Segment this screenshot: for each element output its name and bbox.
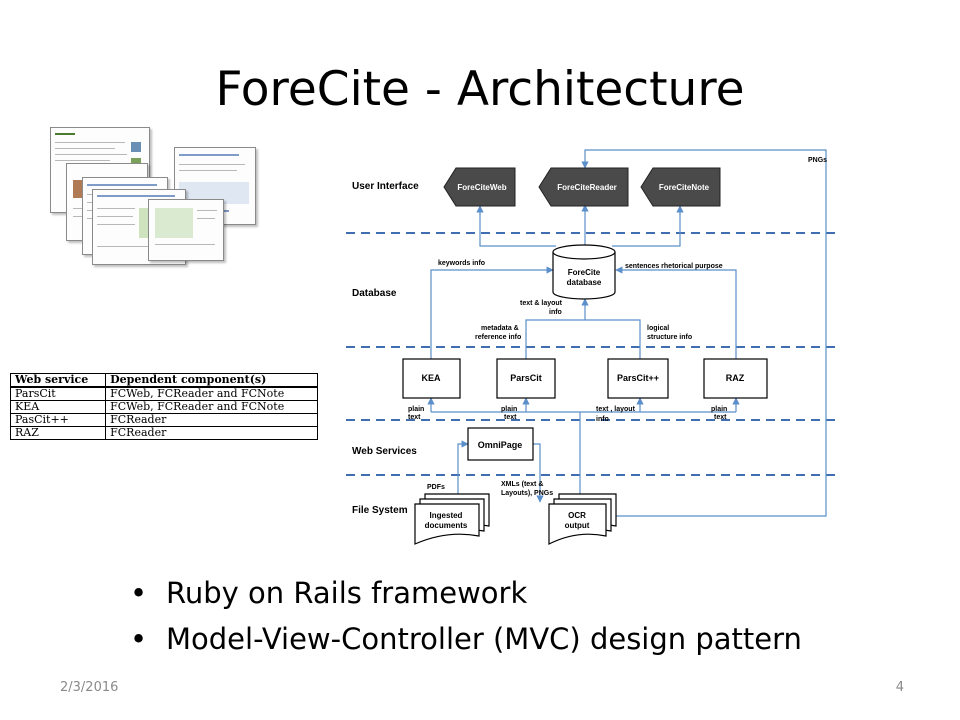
omnipage-label: OmniPage (478, 440, 523, 450)
keywords-info-label: keywords info (438, 260, 485, 267)
layer-dividers (346, 232, 835, 476)
kea-label: KEA (421, 373, 441, 383)
pdfs-label: PDFs (427, 484, 445, 491)
parscit-box (496, 358, 556, 399)
xmls-label-1: XMLs (text & (501, 481, 543, 488)
slide-title: ForeCite - Architecture (215, 62, 745, 117)
table-row: PasCit++ FCReader (9, 413, 318, 427)
text-layout-label-2: info (549, 309, 562, 316)
app-screenshots-image (50, 125, 256, 265)
bullet-list: Ruby on Rails framework Model-View-Contr… (130, 570, 802, 662)
raz-input-label-1: plain (711, 406, 727, 413)
bullet-item: Model-View-Controller (MVC) design patte… (130, 616, 802, 662)
raz-input-label-2: text (714, 414, 727, 421)
forecite-note-app: ForeCiteNote (640, 167, 721, 207)
footer-date: 2/3/2016 (60, 680, 119, 695)
ingested-documents-stack (414, 493, 490, 545)
kea-box (402, 358, 461, 399)
table-row: KEA FCWeb, FCReader and FCNote (9, 400, 318, 414)
forecite-web-app: ForeCiteWeb (443, 167, 516, 207)
parscit-label: ParsCit (510, 373, 542, 383)
xmls-label-2: Layouts), PNGs (501, 490, 553, 497)
kea-input-label-2: text (408, 414, 421, 421)
layer-label-ui: User Interface (352, 181, 419, 192)
ocr-label-line1: OCR (568, 511, 586, 520)
forecite-database: ForeCite database (552, 244, 616, 300)
layer-label-database: Database (352, 288, 397, 299)
page-number: 4 (895, 680, 904, 695)
ingested-label-line1: Ingested (430, 511, 463, 520)
table-cell: KEA (9, 400, 107, 414)
bullet-item: Ruby on Rails framework (130, 570, 802, 616)
table-cell: FCReader (105, 413, 318, 427)
table-header: Web service (9, 373, 107, 388)
forecite-reader-app: ForeCiteReader (538, 167, 629, 207)
database-label-line1: ForeCite (568, 268, 601, 277)
ocr-label-line2: output (565, 521, 590, 530)
forecite-reader-label: ForeCiteReader (557, 183, 617, 192)
layer-label-file-system: File System (352, 505, 408, 516)
logical-label-1: logical (647, 325, 669, 332)
ocr-output-stack (548, 493, 617, 545)
metadata-label-1: metadata & (481, 325, 519, 332)
raz-box (703, 358, 768, 399)
parscitpp-input-label-2: info (596, 416, 609, 423)
table-cell: ParsCit (9, 387, 107, 401)
web-service-table: Web service Dependent component(s) ParsC… (9, 373, 318, 440)
table-cell: RAZ (9, 426, 107, 440)
table-row: RAZ FCReader (9, 426, 318, 440)
sentences-label: sentences rhetorical purpose (625, 263, 723, 270)
parscitpp-label: ParsCit++ (617, 373, 659, 383)
table-cell: PasCit++ (9, 413, 107, 427)
screenshot-thumbnail (148, 199, 224, 261)
table-header: Dependent component(s) (105, 373, 318, 388)
table-cell: FCWeb, FCReader and FCNote (105, 400, 318, 414)
forecite-web-label: ForeCiteWeb (457, 183, 506, 192)
table-row: ParsCit FCWeb, FCReader and FCNote (9, 387, 318, 401)
layer-label-web-services: Web Services (352, 446, 417, 457)
forecite-note-label: ForeCiteNote (659, 183, 710, 192)
parscitpp-input-label-1: text , layout (596, 406, 636, 413)
parscit-input-label-2: text (504, 414, 517, 421)
ingested-label-line2: documents (425, 521, 468, 530)
table-cell: FCWeb, FCReader and FCNote (105, 387, 318, 401)
raz-label: RAZ (726, 373, 745, 383)
omnipage-box (467, 427, 534, 461)
logical-label-2: structure info (647, 334, 692, 341)
diagram-arrows (427, 149, 827, 517)
parscit-input-label-1: plain (501, 406, 517, 413)
parscitpp-box (607, 358, 669, 399)
table-cell: FCReader (105, 426, 318, 440)
pngs-label: PNGs (808, 157, 827, 164)
text-layout-label-1: text & layout (520, 300, 563, 307)
web-service-boxes (402, 358, 768, 461)
metadata-label-2: reference info (475, 334, 521, 341)
table-header-row: Web service Dependent component(s) (9, 373, 318, 388)
kea-input-label-1: plain (408, 406, 424, 413)
ui-apps: ForeCiteWeb ForeCiteReader ForeCiteNote (443, 167, 721, 207)
database-label-line2: database (567, 278, 602, 287)
